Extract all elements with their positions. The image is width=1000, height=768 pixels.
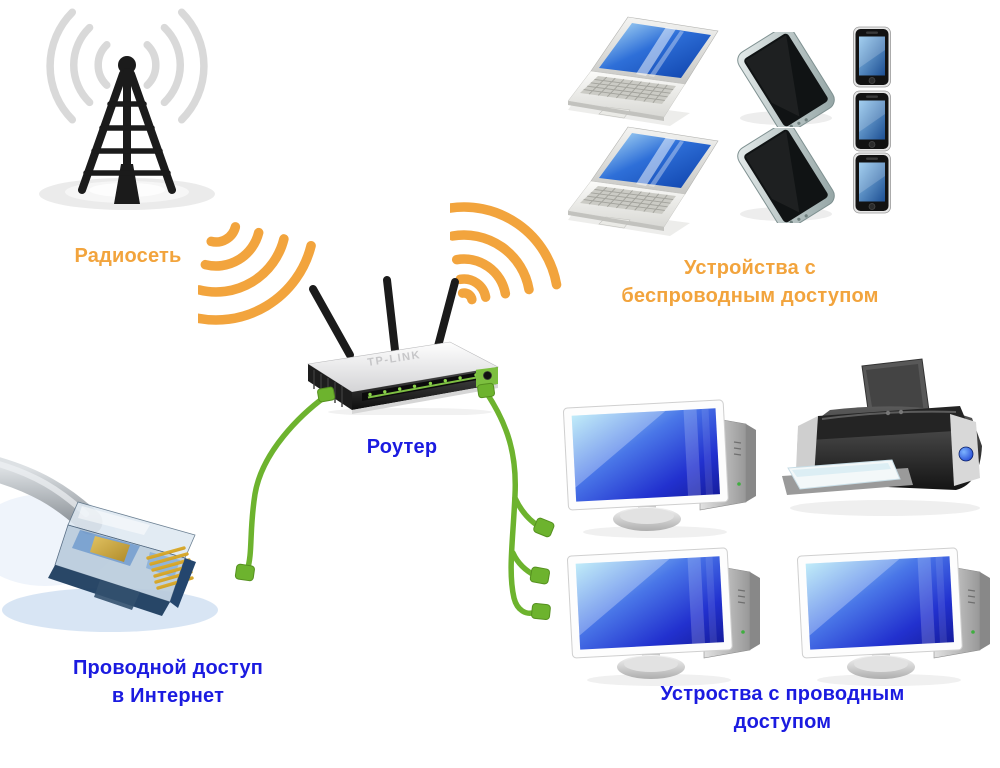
smartphone-icon: [852, 152, 892, 214]
desktop-computer-icon: [550, 388, 775, 540]
radio-network-label-text: Радиосеть: [74, 245, 182, 267]
tablet-icon: [726, 128, 846, 223]
printer-power-button: [958, 446, 974, 462]
laptop-icon: [568, 14, 733, 129]
lan-cable-router-to-computers: [483, 389, 539, 616]
router-led-strip: [367, 375, 483, 399]
wireless-router-icon: TP-LINK: [290, 270, 515, 415]
printer-icon: [770, 356, 1000, 521]
wifi-waves-router-to-devices-icon: [450, 190, 585, 315]
router-wps-button: [483, 371, 492, 380]
desktop-computer-icon: [554, 536, 779, 688]
wired-devices-label-line2: доступом: [733, 711, 832, 733]
wired-internet-label-line1: Проводной доступ: [72, 657, 264, 679]
wired-internet-label: Проводной доступ в Интернет: [18, 654, 318, 710]
router-label-text: Роутер: [366, 436, 438, 458]
smartphone-icon: [852, 26, 892, 88]
radio-tower-icon: [22, 8, 232, 223]
lan-cable-internet-to-router: [244, 393, 329, 574]
lan-connector: [529, 566, 551, 585]
wired-devices-label: Устроства с проводным доступом: [615, 680, 950, 736]
radio-network-label: Радиосеть: [38, 242, 218, 270]
lan-connector: [531, 602, 551, 621]
laptop-icon: [568, 124, 733, 239]
wireless-devices-label-line1: Устройства с: [684, 257, 816, 279]
wired-devices-label-line1: Устроства с проводным: [660, 683, 905, 705]
wireless-devices-label-line2: беспроводным доступом: [621, 285, 879, 307]
tower-radio-waves: [46, 8, 208, 124]
router-label: Роутер: [327, 433, 477, 461]
tablet-icon: [726, 32, 846, 127]
desktop-computer-icon: [784, 536, 1000, 688]
router-antennas: [309, 276, 459, 359]
wireless-devices-label: Устройства с беспроводным доступом: [585, 254, 915, 310]
wired-internet-label-line2: в Интернет: [111, 685, 225, 707]
ethernet-cable-icon: [0, 440, 255, 645]
smartphone-icon: [852, 90, 892, 152]
wifi-waves-tower-to-router-icon: [198, 208, 343, 343]
